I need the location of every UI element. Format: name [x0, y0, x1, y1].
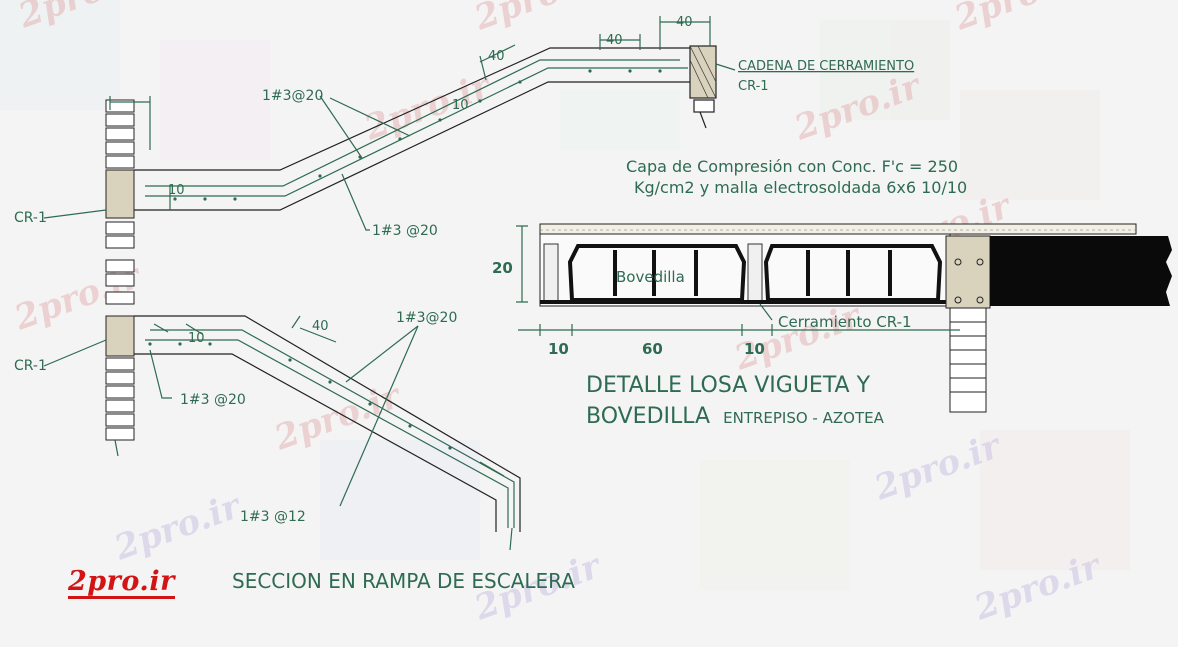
dim-label: 10: [744, 340, 765, 358]
detail-title: DETALLE LOSA VIGUETA Y: [586, 373, 871, 398]
rebar-label: 1#3 @20: [180, 392, 246, 408]
beam-label: Cerramiento CR-1: [778, 313, 912, 331]
dim-label: 60: [642, 340, 663, 358]
brick-wall-left-lower: [105, 291, 135, 441]
upper-stair-section: [43, 16, 736, 287]
compression-layer: [539, 223, 1137, 235]
brick-wall-left: [105, 99, 135, 287]
chain-beam-title: CADENA DE CERRAMIENTO: [738, 59, 914, 74]
slab-continuation: [990, 236, 1172, 306]
watermark: 2pro.ir: [468, 0, 607, 39]
block-label: Bovedilla: [616, 268, 685, 286]
dim-label: 10: [188, 331, 205, 346]
dim-label: 40: [676, 15, 693, 30]
slab-detail: Capa de Compresión con Conc. F'c = 250 K…: [492, 157, 1172, 429]
watermark: 2pro.ir: [358, 66, 497, 149]
slab-note: Capa de Compresión con Conc. F'c = 250: [626, 157, 958, 176]
dim-label: 40: [488, 49, 505, 64]
dim-label: 40: [312, 319, 329, 334]
watermark: 2pro.ir: [728, 296, 867, 379]
dim-label: 40: [606, 33, 623, 48]
background-blocks: [0, 0, 1130, 590]
site-logo: 2pro.ir: [68, 566, 175, 599]
beam-label: CR-1: [14, 210, 47, 226]
rebar-label: 1#3 @20: [372, 223, 438, 239]
dim-label: 10: [168, 183, 185, 198]
beam-label: CR-1: [14, 358, 47, 374]
detail-title-big: BOVEDILLA: [586, 404, 710, 429]
dim-label: 10: [548, 340, 569, 358]
height-dim: 20: [492, 259, 513, 277]
lower-stair-labels: CR-1 10 40 1#3@20 1#3 @20 1#3 @12: [14, 310, 457, 525]
rebar-label: 1#3@20: [262, 88, 323, 104]
detail-title-small: ENTREPISO - AZOTEA: [723, 409, 884, 427]
brick-wall-right: [949, 307, 987, 413]
rebar-dots: [173, 69, 662, 201]
watermark: 2pro.ir: [108, 486, 247, 569]
upper-stair-labels: 40 40 40 10 10 1#3@20 1#3 @20 CR-1 CADEN…: [14, 15, 914, 239]
dim-label: 10: [452, 98, 469, 113]
detail-title: BOVEDILLA ENTREPISO - AZOTEA: [586, 404, 885, 429]
rebar-label: 1#3 @12: [240, 509, 306, 525]
section-title: SECCION EN RAMPA DE ESCALERA: [232, 569, 575, 593]
rebar-label: 1#3@20: [396, 310, 457, 326]
slab-note: Kg/cm2 y malla electrosoldada 6x6 10/10: [634, 178, 967, 197]
lower-stair-section: [43, 291, 521, 551]
chain-beam-code: CR-1: [738, 79, 769, 94]
rebar-dots: [148, 342, 452, 450]
watermark: 2pro.ir: [948, 0, 1087, 39]
cerramiento-beam: [945, 235, 991, 309]
